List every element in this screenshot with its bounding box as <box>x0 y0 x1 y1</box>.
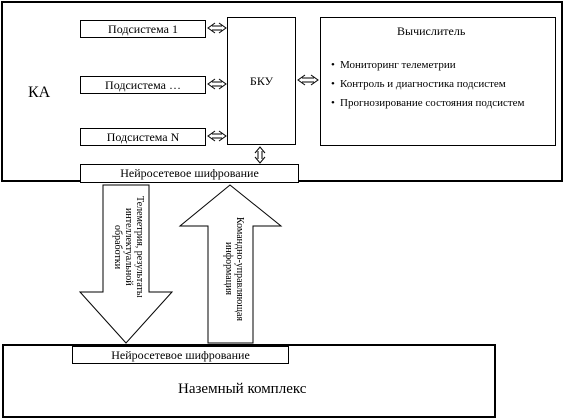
computer-task-item: Контроль и диагностика подсистем <box>331 77 551 91</box>
ground-encryption-box: Нейросетевое шифрование <box>72 346 289 364</box>
spacecraft-label: КА <box>28 84 51 101</box>
subsystem-n-label: Подсистема N <box>106 129 180 144</box>
computer-task-item: Мониторинг телеметрии <box>331 58 551 72</box>
computer-title: Вычислитель <box>397 24 466 38</box>
computer-task-list: Мониторинг телеметрии Контроль и диагнос… <box>331 58 551 115</box>
subsystem-mid-box: Подсистема … <box>80 76 206 94</box>
bku-encryption-link-icon <box>254 146 266 164</box>
subsystem-1-label: Подсистема 1 <box>108 21 178 36</box>
bku-computer-link-icon <box>297 74 319 86</box>
subsystem-mid-link-icon <box>207 78 227 90</box>
computer-box: Вычислитель Мониторинг телеметрии Контро… <box>320 17 556 146</box>
spacecraft-encryption-label: Нейросетевое шифрование <box>120 166 259 180</box>
spacecraft-encryption-box: Нейросетевое шифрование <box>80 164 299 183</box>
computer-task-item: Прогнозирование состояния подсистем <box>331 96 551 110</box>
subsystem-1-link-icon <box>207 22 227 34</box>
bku-box: БКУ <box>227 17 296 145</box>
subsystem-1-box: Подсистема 1 <box>80 20 206 38</box>
downlink-label: Телеметрия, результаты интеллектуальной … <box>112 196 145 298</box>
uplink-arrow-icon <box>178 184 283 344</box>
downlink-arrow-icon <box>78 184 174 344</box>
subsystem-n-box: Подсистема N <box>80 128 206 146</box>
uplink-label: Командно-управляющая информация <box>223 217 245 321</box>
subsystem-mid-label: Подсистема … <box>105 77 181 92</box>
ground-encryption-label: Нейросетевое шифрование <box>111 347 250 362</box>
subsystem-n-link-icon <box>207 130 227 142</box>
bku-label: БКУ <box>249 73 274 88</box>
ground-complex-label: Наземный комплекс <box>178 381 307 397</box>
